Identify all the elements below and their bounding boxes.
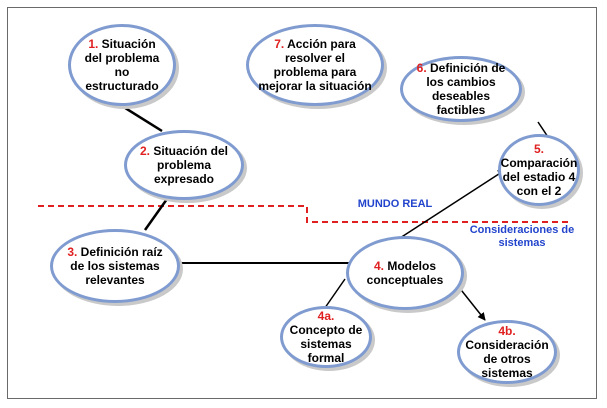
node-3-label: Definición raíz de los sistemas relevant… [70, 245, 163, 287]
node-1-unstructured-problem: 1. Situación del problema no estructurad… [68, 24, 176, 106]
node-5-number: 5. [533, 142, 544, 156]
node-4b-text: 4b. Consideración de otros sistemas [465, 324, 548, 380]
node-3-text: 3. Definición raíz de los sistemas relev… [61, 245, 169, 287]
node-2-number: 2. [139, 144, 150, 158]
node-4b-number: 4b. [498, 324, 516, 338]
node-6-feasible-changes: 6. Definición de los cambios deseables f… [400, 56, 522, 122]
node-4-conceptual-models: 4. Modelos conceptuales [346, 236, 464, 310]
node-2-expressed-problem: 2. Situación del problema expresado [124, 130, 244, 200]
node-5-comparison: 5. Comparación del estadio 4 con el 2 [498, 134, 580, 206]
node-6-text: 6. Definición de los cambios deseables f… [411, 61, 511, 117]
node-4-text: 4. Modelos conceptuales [357, 259, 453, 287]
node-5-text: 5. Comparación del estadio 4 con el 2 [501, 142, 578, 198]
node-5-label: Comparación del estadio 4 con el 2 [500, 156, 578, 198]
node-7-label: Acción para resolver el problema para me… [258, 37, 372, 93]
node-7-action: 7. Acción para resolver el problema para… [246, 24, 384, 106]
divider-line [38, 205, 572, 223]
node-1-text: 1. Situación del problema no estructurad… [79, 37, 165, 93]
connector-2-3 [143, 198, 169, 231]
connector-4-5 [399, 169, 506, 239]
node-2-label: Situación del problema expresado [153, 144, 229, 186]
node-4-label: Modelos conceptuales [366, 259, 444, 287]
node-6-number: 6. [416, 61, 427, 75]
node-4b-other-systems: 4b. Consideración de otros sistemas [457, 320, 557, 384]
node-1-label: Situación del problema no estructurado [84, 37, 160, 93]
node-3-number: 3. [67, 245, 78, 259]
region-label-systems-thinking: Consideraciones de sistemas [469, 224, 575, 249]
node-4b-label: Consideración de otros sistemas [465, 338, 549, 380]
node-2-text: 2. Situación del problema expresado [135, 144, 233, 186]
node-6-label: Definición de los cambios deseables fact… [426, 61, 506, 117]
connector-1-2 [121, 104, 163, 133]
node-4a-label: Concepto de sistemas formal [289, 323, 363, 365]
region-label-real-world: MUNDO REAL [357, 198, 433, 210]
node-4-number: 4. [373, 259, 384, 273]
node-7-number: 7. [274, 37, 285, 51]
node-7-text: 7. Acción para resolver el problema para… [257, 37, 373, 93]
node-1-number: 1. [88, 37, 99, 51]
node-4a-formal-system-concept: 4a. Concepto de sistemas formal [280, 306, 372, 368]
node-4a-number: 4a. [317, 309, 335, 323]
node-3-root-definition: 3. Definición raíz de los sistemas relev… [50, 229, 180, 303]
node-4a-text: 4a. Concepto de sistemas formal [289, 309, 363, 365]
